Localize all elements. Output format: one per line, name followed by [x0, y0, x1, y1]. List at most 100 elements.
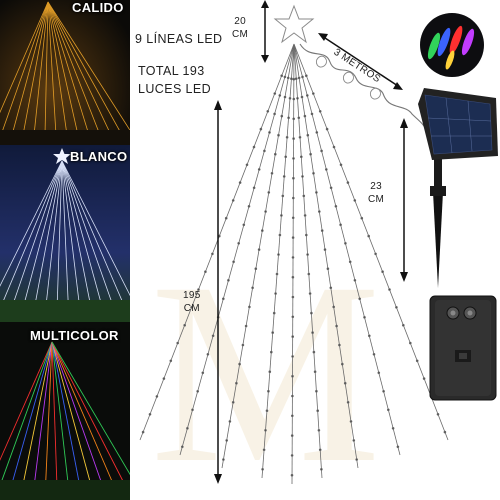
led-bulb: [286, 76, 290, 80]
led-bulb: [271, 331, 275, 334]
light-strand: [61, 160, 115, 311]
led-bulb: [307, 272, 311, 276]
led-bulb: [374, 252, 377, 256]
stake-height-value: 23: [370, 181, 382, 192]
led-bulb: [267, 389, 270, 393]
led-bulb: [281, 194, 285, 198]
led-bulb: [381, 270, 384, 274]
star-height-value: 20: [234, 16, 246, 27]
light-strand: [61, 160, 69, 311]
led-bulb: [273, 152, 277, 156]
led-bulb: [329, 186, 333, 190]
led-bulb: [299, 155, 303, 159]
led-bulb: [261, 467, 264, 471]
led-bulb: [280, 74, 284, 77]
led-bulb: [222, 297, 225, 301]
light-strand: [47, 1, 79, 136]
light-strand: [47, 1, 101, 136]
led-bulb: [291, 275, 295, 279]
led-bulb: [238, 362, 241, 366]
led-bulb: [292, 117, 296, 121]
cable-length-arrow: [318, 33, 403, 90]
led-bulb: [309, 152, 312, 156]
led-bulb: [191, 408, 194, 412]
led-bulb: [237, 242, 241, 245]
light-strand: [47, 1, 123, 136]
led-bulb: [186, 426, 189, 430]
light-strand: [51, 341, 92, 488]
led-bulb: [415, 359, 419, 363]
led-bulb: [277, 133, 280, 137]
light-strand: [47, 1, 68, 136]
light-strand: [61, 160, 127, 311]
led-bulb: [318, 110, 322, 113]
light-strand: [51, 341, 130, 476]
led-bulb: [326, 267, 330, 271]
led-bulb: [280, 214, 283, 217]
light-strand: [179, 43, 295, 456]
led-bulb: [292, 176, 295, 180]
led-bulb: [284, 155, 288, 159]
led-bulb: [197, 288, 200, 291]
led-bulb: [287, 116, 290, 120]
led-bulb: [382, 389, 385, 393]
led-bulb: [436, 412, 440, 416]
led-bulb: [339, 163, 343, 167]
light-strand: [10, 160, 63, 311]
led-bulb: [291, 355, 294, 358]
light-strand: [293, 43, 323, 479]
led-bulb: [291, 236, 295, 239]
stake-height-arrow: [400, 118, 408, 282]
led-bulb: [283, 75, 287, 79]
led-bulb: [296, 97, 299, 100]
led-bulb: [257, 168, 261, 171]
led-bulb: [318, 448, 322, 452]
led-bulb: [388, 288, 391, 291]
led-bulb: [311, 331, 314, 334]
cable: [299, 43, 427, 131]
light-strand: [33, 1, 49, 136]
light-strand: [47, 1, 90, 136]
led-bulb: [260, 229, 264, 232]
led-bulb: [395, 305, 398, 309]
led-bulb: [310, 311, 313, 315]
led-bulb: [196, 389, 200, 393]
light-strand: [33, 341, 53, 488]
led-bulb: [329, 286, 333, 290]
led-bulb: [301, 175, 304, 178]
strand-length-value: 195: [183, 290, 201, 301]
led-bulb: [190, 305, 193, 309]
led-bulb: [228, 420, 232, 423]
led-bulb: [204, 270, 207, 274]
light-strand: [0, 341, 53, 461]
light-strand: [51, 341, 81, 488]
light-strand: [139, 43, 295, 441]
light-strand: [51, 341, 69, 488]
led-bulb: [306, 133, 310, 137]
led-bulb: [225, 439, 229, 442]
led-bulb: [267, 191, 271, 194]
led-bulb: [285, 136, 289, 139]
led-bulb: [290, 434, 294, 437]
led-bulb: [315, 131, 319, 134]
led-bulb: [241, 343, 245, 347]
led-bulb: [335, 324, 338, 328]
led-bulb: [162, 377, 166, 380]
led-bulb: [344, 242, 347, 245]
led-bulb: [300, 95, 304, 99]
led-bulb: [274, 292, 277, 295]
light-strand: [293, 43, 359, 469]
photo-white-lights: BLANCO: [0, 145, 130, 325]
led-bulb: [235, 381, 238, 385]
led-bulb: [363, 315, 366, 319]
spec-total-line1: TOTAL 193: [138, 64, 205, 78]
led-bulb: [320, 467, 323, 471]
led-bulb: [308, 292, 312, 295]
led-bulb: [292, 157, 295, 160]
led-bulb: [176, 341, 180, 345]
led-bulb: [227, 278, 230, 282]
led-bulb: [275, 272, 279, 276]
led-bulb: [304, 74, 308, 77]
